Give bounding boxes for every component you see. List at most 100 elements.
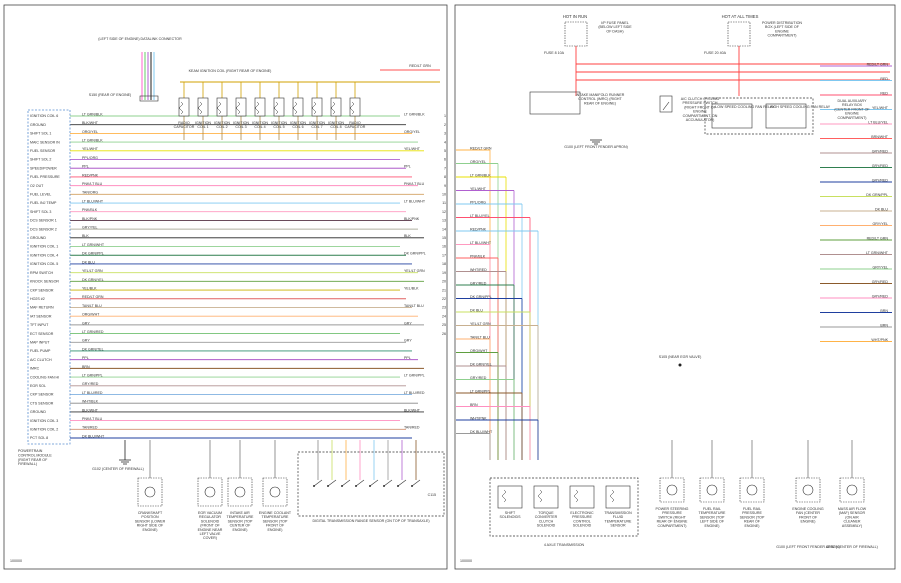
right-wire-label: LT BLU/YEL <box>470 214 490 218</box>
component-label-right: FUEL RAIL <box>743 507 761 511</box>
right-edge-label: YEL/WHT <box>872 106 889 110</box>
tr-switch <box>397 479 407 487</box>
kam-label: KEAM IGNITION COIL (RIGHT REAR OF ENGINE… <box>189 69 272 73</box>
coil-winding <box>293 101 297 115</box>
right-wire-label: PNK/BLK <box>470 254 486 258</box>
pcm-pin-label: IGNITION COIL 3 <box>30 419 58 423</box>
right-wires <box>456 46 892 478</box>
transaxle-part-label: SOLENOID <box>573 524 592 528</box>
component-label: LEFT VALVE <box>200 532 221 536</box>
pcm-pin-label: SHIFT SOL 1 <box>30 132 51 136</box>
wire-number: 5 <box>444 149 446 153</box>
coil-label: IGNITION <box>328 121 344 125</box>
bottom-ground-2: G102 (CENTER OF FIREWALL) <box>826 545 878 549</box>
coil-label: IGNITION <box>233 121 249 125</box>
right-edge-label: GRY/RED <box>872 164 889 168</box>
solenoid-coil <box>538 489 542 503</box>
pcm-pin-wire: LT GRN/WHT <box>82 243 105 247</box>
fuse2-name: POWER DISTRIBUTION <box>762 21 802 25</box>
pcm-pin-wire: TAN/RED <box>82 426 98 430</box>
right-edge-label: GRY/RED <box>872 280 889 284</box>
top-wire-label: RED/LT GRN <box>409 64 431 68</box>
low-fan-relay <box>711 103 753 129</box>
coil-winding <box>236 101 240 115</box>
ignition-coil <box>197 97 209 117</box>
wire-number: 12 <box>442 210 446 214</box>
fuse1-name: I/P FUSE PANEL <box>601 21 628 25</box>
component-label-right: COMPARTMENT) <box>657 524 686 528</box>
wire-number: 18 <box>442 262 446 266</box>
tr-contact <box>355 485 357 487</box>
component-label: ENGINE) <box>268 528 283 532</box>
pcm-pin-label: FUEL PUMP <box>30 349 51 353</box>
coil-label: COIL 3 <box>235 125 246 129</box>
pcm-pin-label: GROUND <box>30 410 46 414</box>
relay-box-label: COMPARTMENT) <box>837 116 866 120</box>
wire-number: 24 <box>442 314 446 318</box>
component-label: REGULATOR <box>199 515 221 519</box>
pcm-pin-label: CKP SENSOR <box>30 393 54 397</box>
right-edge-label: GRY/YEL <box>872 265 888 269</box>
coil-winding <box>255 101 259 115</box>
wire-number: 22 <box>442 297 446 301</box>
wire-end-label: TAN/LT BLU <box>404 304 424 308</box>
transaxle-part <box>569 485 595 509</box>
right-wire-label: TAN/LT BLU <box>470 335 490 339</box>
pcm-pin-label: RPM SWITCH <box>30 271 54 275</box>
right-edge-label: DK GRN/PPL <box>866 193 888 197</box>
imrc-label: REAR OF ENGINE) <box>584 101 616 105</box>
coil-winding <box>331 101 335 115</box>
sensor-box <box>197 477 223 507</box>
right-wire-label: DK GRN/YEL <box>470 362 492 366</box>
coil-label: COIL 5 <box>273 125 284 129</box>
left-diag-id: 100000 <box>10 559 22 563</box>
tr-sensor-label: DIGITAL TRANSMISSION RANGE SENSOR (ON TO… <box>312 519 429 523</box>
pcm-pin-label: PCT SOL 8 <box>30 436 48 440</box>
ac-switch-label: ACCUMULATOR) <box>686 118 715 122</box>
pcm-pin-wire: DK BLU/WHT <box>82 434 105 438</box>
wire-end-label: YEL/WHT <box>404 147 421 151</box>
component-label-right: PRESSURE <box>742 511 762 515</box>
component-label: INTAKE AIR <box>230 511 250 515</box>
right-wire-label: DK BLU <box>470 308 483 312</box>
fuse2-panel <box>727 21 751 47</box>
component-label: POSITION <box>141 515 159 519</box>
pcm-pin-label: MAIC SENSOR IN <box>30 140 60 144</box>
right-wire-label: DK BLU/WHT <box>470 430 493 434</box>
imrc-label: INTAKE MANIFOLD RUNNER <box>576 93 625 97</box>
transaxle-part-label: SOLENOIDS <box>500 515 522 519</box>
pcm-pin-wire: BLK <box>82 234 89 238</box>
left-components <box>27 95 445 517</box>
component-label-right: ENGINE) <box>705 524 720 528</box>
transaxle-part-label: FLUID <box>613 515 624 519</box>
transaxle-box <box>489 477 639 537</box>
component-label-right: ASSEMBLY) <box>842 524 862 528</box>
pcm-pin-wire: LT BLU/RED <box>82 391 103 395</box>
component-symbol-right <box>706 484 718 496</box>
component-label: EGR VACUUM <box>198 511 222 515</box>
ignition-coil <box>292 97 304 117</box>
solenoid-coil <box>502 489 506 503</box>
coil-winding <box>274 101 278 115</box>
wire-end-label: BLK/WHT <box>404 408 421 412</box>
ignition-coil <box>330 97 342 117</box>
component-label-right: SWITCH (RIGHT <box>658 515 686 519</box>
transaxle-part-label: ELECTRONIC <box>570 511 594 515</box>
wire-end-label: LT BLU/WHT <box>404 199 426 203</box>
component-label: SENSOR (TOP <box>263 519 288 523</box>
relay-box-label: ENGINE <box>845 112 859 116</box>
fuse1-panel <box>564 21 588 47</box>
high-fan-label: HIGH SPEED COOLING FAN RELAY <box>770 105 831 109</box>
component-label-right: PRESSURE <box>662 511 682 515</box>
fuse1-title: HOT IN RUN <box>563 14 587 19</box>
right-edge-label: BRN <box>880 323 888 327</box>
relay-box-label: RELAY BOX <box>842 103 863 107</box>
coil-label: CAPACITOR <box>345 125 366 129</box>
relay-box-label: DUAL AUXILIARY <box>838 99 868 103</box>
component-box-right <box>839 477 865 503</box>
component-box-right <box>659 477 685 503</box>
left-sheet-border <box>3 4 448 570</box>
wire-end-label: LT GRN/BLK <box>404 112 425 116</box>
component-label: FRONT OF <box>266 524 285 528</box>
low-fan-label: LOW SPEED COOLING FAN RELAY <box>715 105 775 109</box>
